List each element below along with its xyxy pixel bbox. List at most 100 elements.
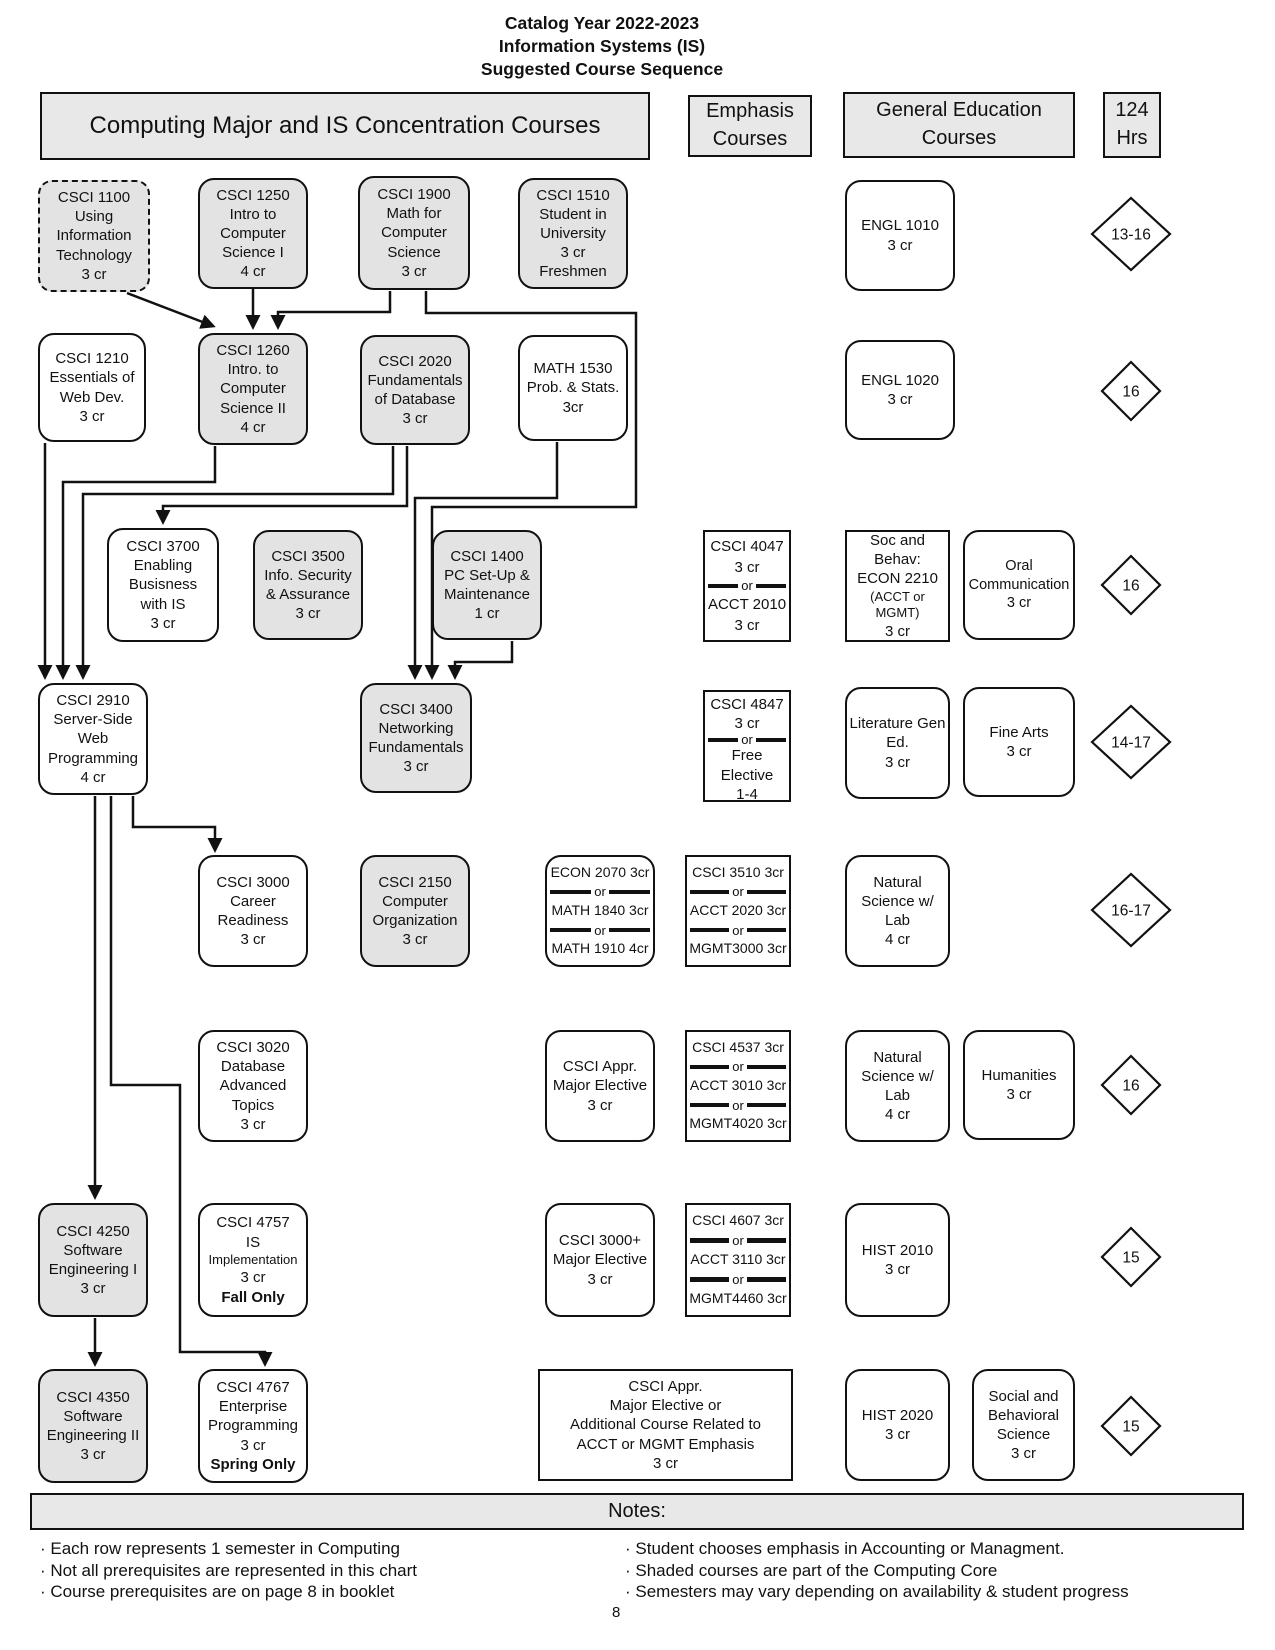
box-line: 3 cr <box>401 262 427 280</box>
emphasis-header-line1: Emphasis <box>706 100 794 123</box>
box-line: CSCI 1250 <box>216 186 290 204</box>
or-divider-label: or <box>732 1272 744 1287</box>
notes-right-column: · Student chooses emphasis in Accounting… <box>625 1538 1129 1603</box>
note-item: · Not all prerequisites are represented … <box>40 1560 418 1580</box>
box-line: ENGL 1010 <box>861 217 939 235</box>
box-line: (ACCT or MGMT) <box>870 588 925 621</box>
box-line: 3 cr <box>240 1436 266 1454</box>
box-line: Prob. & Stats. <box>526 379 620 397</box>
box-line: ACCT 2020 3cr <box>689 902 787 919</box>
or-divider-rule <box>690 889 730 895</box>
or-divider-rule <box>708 737 739 743</box>
total-hours-header: 124 Hrs <box>1103 92 1161 158</box>
box-line: Fundamentals <box>367 371 463 389</box>
box-line: Info. Security <box>264 566 352 584</box>
note-item: · Each row represents 1 semester in Comp… <box>40 1539 400 1558</box>
box-line: Spring Only <box>210 1455 296 1473</box>
credit-hours-label: 13-16 <box>1111 227 1151 244</box>
or-divider-rule <box>746 1238 786 1243</box>
box-line: MATH 1530 <box>533 360 613 378</box>
box-line: 3 cr <box>150 614 176 632</box>
box-line: CSCI 3000+ <box>558 1232 642 1250</box>
credit-hours-diamond <box>1100 554 1162 616</box>
or-divider-label: or <box>732 1059 744 1075</box>
box-line: MATH 1910 4cr <box>551 940 649 957</box>
box-line: CSCI 4537 3cr <box>692 1038 784 1055</box>
box-line: 3 cr <box>1006 1086 1032 1103</box>
box-line: Computer <box>381 224 447 242</box>
computing-major-header-label: Computing Major and IS Concentration Cou… <box>89 112 601 139</box>
credit-hours-diamond <box>1090 704 1172 780</box>
credit-hours-label: 16 <box>1122 578 1139 595</box>
notes-header-label: Notes: <box>608 1499 666 1522</box>
or-divider-rule <box>746 889 786 895</box>
box-line: 1 cr <box>474 605 500 623</box>
box-line: 3 cr <box>240 1269 266 1287</box>
box-line: 3 cr <box>884 753 910 771</box>
credit-hours-diamond <box>1100 360 1162 422</box>
box-line: Lab <box>884 912 911 929</box>
box-line: Computer <box>382 892 448 910</box>
box-line: ENGL 1020 <box>861 371 939 389</box>
box-line: HIST 2020 <box>861 1406 934 1424</box>
notes-left-column: · Each row represents 1 semester in Comp… <box>40 1538 417 1603</box>
box-line: 3 cr <box>402 410 428 428</box>
box-line: 1-4 <box>736 785 758 803</box>
box-line: 3 cr <box>295 605 321 623</box>
box-line: Organization <box>372 912 458 929</box>
box-line: Communication <box>968 576 1070 593</box>
box-line: CSCI 2910 <box>56 692 130 710</box>
arrow-csci1400-to-csci3400 <box>447 641 514 680</box>
box-line: 4 cr <box>240 418 266 436</box>
credit-hours-label: 16 <box>1122 384 1139 401</box>
box-line: 3 cr <box>402 931 428 949</box>
box-line: Behavioral <box>988 1406 1059 1424</box>
box-line: Science w/ <box>861 892 934 910</box>
box-line: ECON 2070 3cr <box>550 863 650 880</box>
or-divider: or <box>687 1273 789 1286</box>
box-line: Science w/ <box>861 1067 934 1085</box>
box-line: MGMT4020 3cr <box>689 1115 787 1132</box>
or-divider: or <box>687 924 789 937</box>
box-line: Behav: <box>874 551 921 569</box>
box-line: ACCT 3010 3cr <box>689 1077 787 1094</box>
box-line: Web <box>77 730 109 748</box>
box-line: 3 cr <box>734 616 760 634</box>
note-item: · Student chooses emphasis in Accounting… <box>625 1539 1065 1558</box>
or-divider-rule <box>550 927 592 933</box>
box-line: CSCI 3500 <box>271 547 345 565</box>
credit-hours-diamond <box>1090 872 1172 948</box>
box-line: CSCI 4350 <box>56 1388 130 1406</box>
box-line: CSCI 3000 <box>216 873 290 891</box>
box-line: MATH 1840 3cr <box>551 902 649 919</box>
box-line: CSCI 1400 <box>450 547 524 565</box>
emphasis-header-line2: Courses <box>712 128 788 150</box>
credit-hours-diamond <box>1100 1226 1162 1288</box>
box-line: Lab <box>884 1087 911 1104</box>
credit-hours-label: 16 <box>1122 1078 1139 1095</box>
or-divider-rule <box>550 889 592 895</box>
page-number: 8 <box>612 1604 621 1621</box>
box-line: ACCT 3110 3cr <box>690 1251 786 1268</box>
box-line: Major Elective <box>552 1251 648 1269</box>
box-line: Major Elective or <box>609 1397 722 1415</box>
box-line: Math for <box>386 205 442 223</box>
box-line: Networking <box>378 719 454 737</box>
box-line: with IS <box>140 595 186 613</box>
box-line: 3 cr <box>1006 743 1032 760</box>
